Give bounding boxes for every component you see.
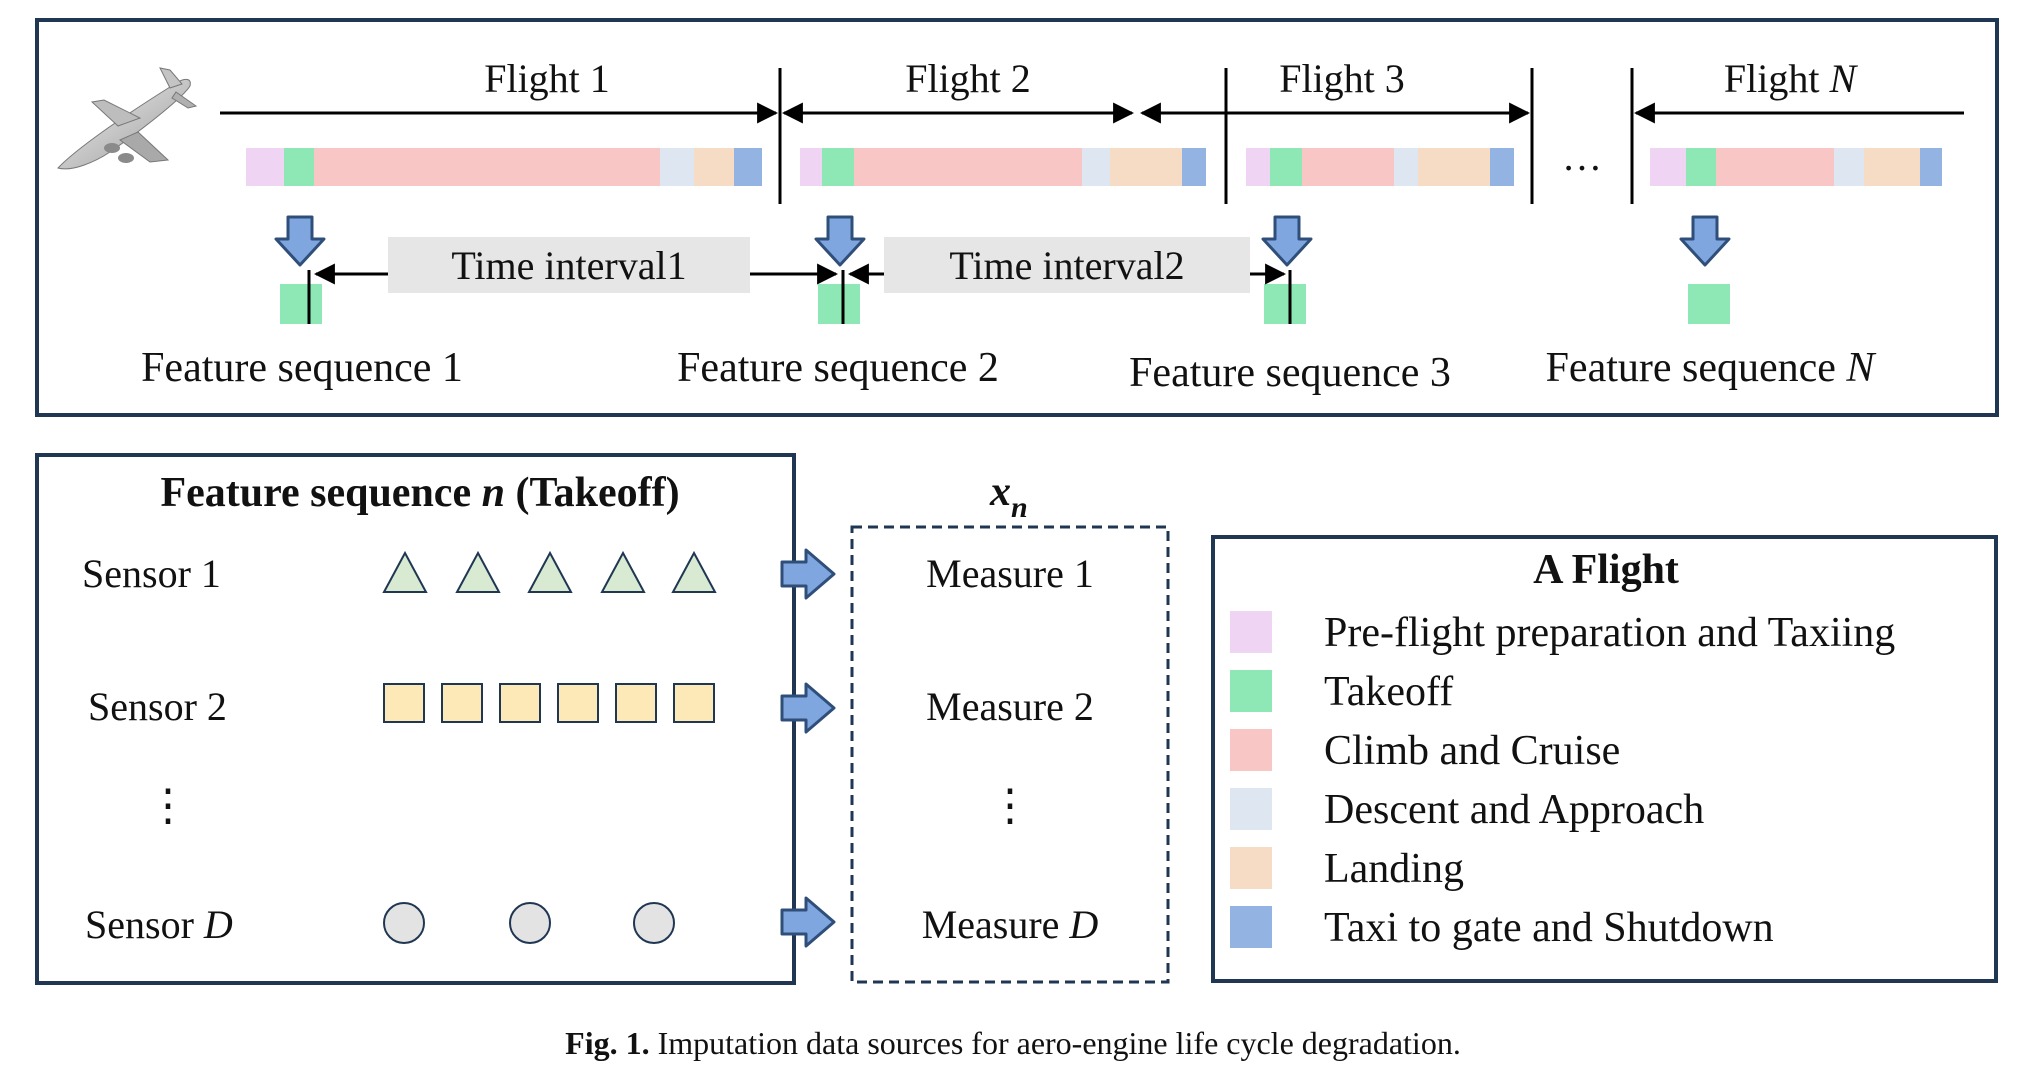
feature-block-1 (280, 284, 322, 324)
sensor-markers (382, 550, 717, 944)
measure-vdots: ⋮ (988, 781, 1032, 830)
sensor-label-d: Sensor D (85, 902, 233, 947)
triangle-marker (382, 550, 428, 593)
legend-swatch (1230, 906, 1272, 948)
legend-label: Climb and Cruise (1324, 728, 1620, 774)
legend-swatch (1230, 611, 1272, 653)
feature-block-3 (1264, 284, 1306, 324)
measures-header: xn (989, 469, 1028, 524)
legend-label: Taxi to gate and Shutdown (1324, 905, 1774, 951)
phase-segment-flight-3 (1270, 148, 1302, 186)
sensor-label-1: Sensor 1 (82, 551, 221, 596)
phase-segment-flight-2 (854, 148, 1082, 186)
phase-segment-flight-1 (660, 148, 694, 186)
phase-segment-flight-2 (800, 148, 822, 186)
legend-title: A Flight (1533, 547, 1679, 593)
flight-label-2: Flight 2 (905, 56, 1031, 101)
down-arrow-icon (1261, 215, 1313, 267)
triangle-marker (455, 550, 501, 593)
phase-segment-flight-2 (1082, 148, 1110, 186)
phase-segment-flight-4 (1834, 148, 1864, 186)
phase-segment-flight-2 (1110, 148, 1182, 186)
flight-label-1: Flight 1 (484, 56, 610, 101)
phase-segment-flight-1 (734, 148, 762, 186)
legend-swatch (1230, 788, 1272, 830)
square-marker (441, 683, 483, 723)
feature-sequence-label-1: Feature sequence 1 (141, 345, 463, 391)
feature-block-2 (818, 284, 860, 324)
phase-segment-flight-4 (1650, 148, 1686, 186)
legend-label: Takeoff (1324, 669, 1453, 715)
phase-segment-flight-1 (694, 148, 734, 186)
legend-items: Pre-flight preparation and TaxiingTakeof… (1230, 610, 1895, 951)
time-interval-2-box (884, 237, 1250, 293)
phase-segment-flight-2 (1182, 148, 1206, 186)
phase-segment-flight-3 (1418, 148, 1490, 186)
square-marker (557, 683, 599, 723)
phase-segment-flight-4 (1920, 148, 1942, 186)
phase-segment-flight-1 (246, 148, 284, 186)
down-arrow-icon (814, 215, 866, 267)
phase-segment-flight-1 (284, 148, 314, 186)
legend-swatch (1230, 729, 1272, 771)
feature-sequence-label-3: Feature sequence 3 (1129, 350, 1451, 396)
square-marker (673, 683, 715, 723)
ellipsis-flights: … (1562, 134, 1602, 179)
down-arrows (274, 215, 1731, 267)
legend-swatch (1230, 847, 1272, 889)
square-marker (383, 683, 425, 723)
phase-segment-flight-3 (1490, 148, 1514, 186)
phase-segment-flight-4 (1686, 148, 1716, 186)
block-arrows (780, 548, 836, 948)
flight-phase-bars (246, 148, 1942, 186)
time-interval-2-label: Time interval2 (949, 243, 1184, 288)
flight-label-n: Flight N (1724, 56, 1859, 101)
triangle-marker (600, 550, 646, 593)
feature-sequence-label-n: Feature sequence N (1546, 345, 1877, 391)
sensor-label-2: Sensor 2 (88, 684, 227, 729)
block-arrow-icon (780, 548, 836, 600)
block-arrow-icon (780, 896, 836, 948)
circle-marker (633, 902, 675, 944)
phase-segment-flight-4 (1864, 148, 1920, 186)
circle-marker (383, 902, 425, 944)
feature-block-n (1688, 284, 1730, 324)
measure-label-2: Measure 2 (926, 684, 1094, 729)
time-interval-1-label: Time interval1 (451, 243, 686, 288)
phase-segment-flight-3 (1246, 148, 1270, 186)
time-interval-1-box (388, 237, 750, 293)
down-arrow-icon (274, 215, 326, 267)
feature-sequence-label-2: Feature sequence 2 (677, 345, 999, 391)
square-marker (615, 683, 657, 723)
flight-label-3: Flight 3 (1279, 56, 1405, 101)
phase-segment-flight-3 (1394, 148, 1418, 186)
legend-label: Pre-flight preparation and Taxiing (1324, 610, 1895, 656)
airplane-icon (57, 67, 198, 170)
phase-segment-flight-3 (1302, 148, 1394, 186)
sensor-vdots: ⋮ (146, 781, 190, 830)
triangle-marker (527, 550, 573, 593)
legend-label: Landing (1324, 846, 1464, 892)
measure-label-d: Measure D (922, 902, 1099, 947)
measures-box (850, 525, 1170, 984)
block-arrow-icon (780, 682, 836, 734)
legend-panel (1211, 535, 1998, 983)
phase-segment-flight-2 (822, 148, 854, 186)
measure-label-1: Measure 1 (926, 551, 1094, 596)
feature-detail-title: Feature sequence n (Takeoff) (160, 470, 679, 516)
circle-marker (509, 902, 551, 944)
timeline-panel (35, 18, 1999, 417)
legend-label: Descent and Approach (1324, 787, 1704, 833)
square-marker (499, 683, 541, 723)
triangle-marker (671, 550, 717, 593)
legend-swatch (1230, 670, 1272, 712)
down-arrow-icon (1679, 215, 1731, 267)
figure-caption: Fig. 1. Imputation data sources for aero… (565, 1025, 1461, 1061)
phase-segment-flight-4 (1716, 148, 1834, 186)
phase-segment-flight-1 (314, 148, 660, 186)
